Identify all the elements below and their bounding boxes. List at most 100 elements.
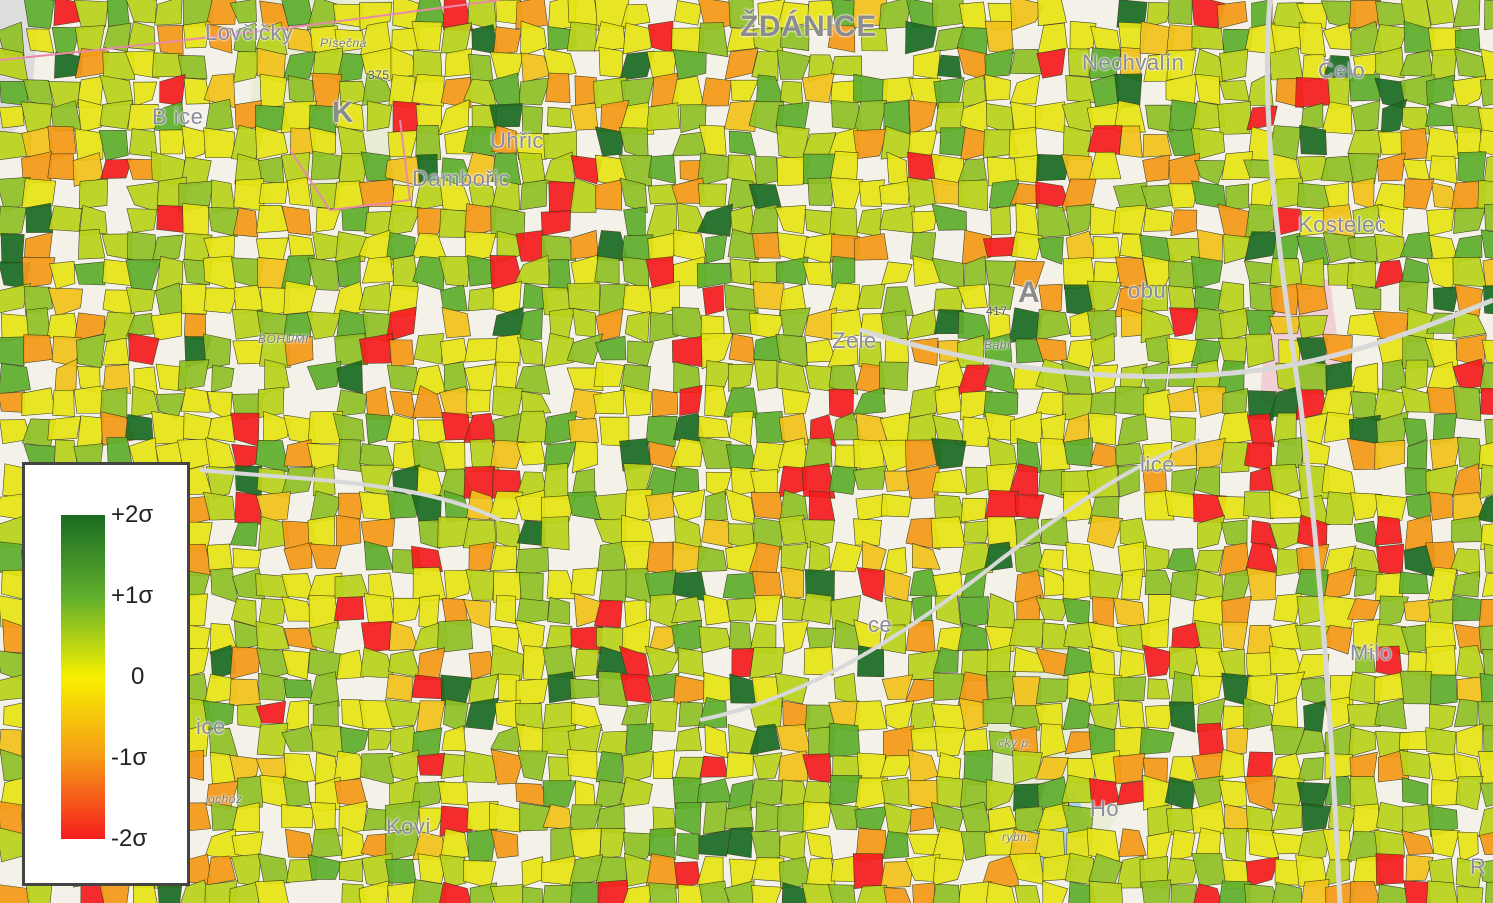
field-parcel: [542, 884, 576, 903]
field-parcel: [547, 596, 570, 625]
field-parcel: [1484, 204, 1493, 232]
field-parcel: [853, 233, 889, 261]
field-parcel: [1216, 495, 1250, 520]
place-label-k: K: [332, 96, 355, 129]
field-parcel: [1145, 1, 1172, 28]
field-parcel: [1270, 803, 1303, 831]
field-parcel: [283, 627, 318, 651]
field-parcel: [0, 336, 26, 367]
field-parcel: [258, 181, 289, 204]
field-parcel: [1403, 880, 1431, 903]
field-parcel: [1244, 775, 1276, 812]
field-parcel: [47, 125, 77, 161]
field-parcel: [960, 497, 988, 523]
field-parcel: [415, 125, 442, 160]
field-parcel: [76, 415, 104, 448]
field-parcel: [1170, 416, 1196, 445]
field-parcel: [315, 207, 341, 233]
field-parcel: [282, 776, 311, 808]
field-parcel: [831, 0, 856, 31]
field-parcel: [881, 286, 914, 317]
field-parcel: [776, 49, 812, 80]
field-parcel: [932, 883, 961, 903]
field-parcel: [366, 100, 393, 132]
field-parcel: [203, 287, 240, 314]
field-parcel: [542, 463, 569, 499]
field-parcel: [1244, 203, 1275, 239]
field-parcel: [908, 99, 937, 135]
field-parcel: [206, 855, 237, 886]
field-parcel: [1062, 125, 1092, 160]
field-parcel: [545, 625, 573, 649]
field-parcel: [860, 28, 888, 52]
field-parcel: [1404, 359, 1429, 393]
place-label-uhric: Uhřic: [490, 128, 544, 153]
field-parcel: [984, 333, 1013, 363]
field-parcel: [1478, 442, 1493, 470]
field-parcel: [1478, 625, 1493, 654]
field-parcel: [1169, 569, 1200, 602]
field-parcel: [490, 179, 520, 214]
field-parcel: [100, 387, 128, 419]
field-parcel: [23, 285, 53, 315]
field-parcel: [852, 465, 887, 490]
field-parcel: [309, 126, 337, 158]
field-parcel: [490, 439, 526, 469]
field-parcel: [879, 361, 909, 391]
field-parcel: [1013, 647, 1045, 673]
field-parcel: [704, 384, 730, 418]
field-parcel: [988, 283, 1015, 311]
field-parcel: [593, 599, 623, 628]
field-parcel: [1477, 107, 1493, 132]
field-parcel: [1167, 387, 1197, 413]
field-parcel: [1452, 234, 1483, 264]
field-parcel: [1346, 703, 1381, 727]
field-parcel: [594, 126, 624, 157]
field-parcel: [490, 884, 524, 903]
field-parcel: [803, 646, 834, 676]
field-parcel: [624, 488, 653, 523]
field-parcel: [1480, 48, 1493, 82]
field-parcel: [1166, 857, 1200, 886]
field-parcel: [645, 415, 678, 447]
field-parcel: [1353, 568, 1383, 597]
field-parcel: [572, 307, 596, 338]
field-parcel: [1086, 280, 1122, 317]
field-parcel: [337, 492, 364, 521]
field-parcel: [1303, 700, 1326, 733]
field-parcel: [180, 387, 211, 413]
field-parcel: [1352, 803, 1380, 837]
field-parcel: [360, 151, 394, 182]
field-parcel: [625, 723, 654, 759]
field-parcel: [386, 204, 422, 236]
field-parcel: [1480, 387, 1493, 415]
field-parcel: [205, 466, 236, 500]
field-parcel: [156, 255, 184, 291]
field-parcel: [308, 104, 337, 136]
field-parcel: [1219, 880, 1252, 903]
field-parcel: [1427, 805, 1458, 837]
field-parcel: [1014, 494, 1045, 520]
field-parcel: [229, 754, 260, 783]
field-parcel: [464, 338, 498, 363]
field-parcel: [852, 387, 886, 416]
field-parcel: [883, 470, 912, 492]
field-parcel: [1454, 698, 1478, 728]
field-parcel: [931, 0, 964, 28]
field-parcel: [652, 749, 676, 780]
field-parcel: [931, 203, 967, 231]
field-parcel: [1066, 338, 1096, 369]
field-parcel: [156, 205, 186, 233]
field-parcel: [311, 72, 343, 110]
field-parcel: [1066, 671, 1095, 702]
field-parcel: [1425, 74, 1456, 105]
field-parcel: [514, 619, 545, 654]
field-parcel: [439, 854, 467, 889]
field-parcel: [1374, 439, 1406, 471]
field-parcel: [801, 883, 836, 903]
field-parcel: [231, 802, 260, 832]
field-parcel: [727, 363, 754, 392]
field-parcel: [1453, 207, 1486, 234]
field-parcel: [1036, 48, 1066, 79]
